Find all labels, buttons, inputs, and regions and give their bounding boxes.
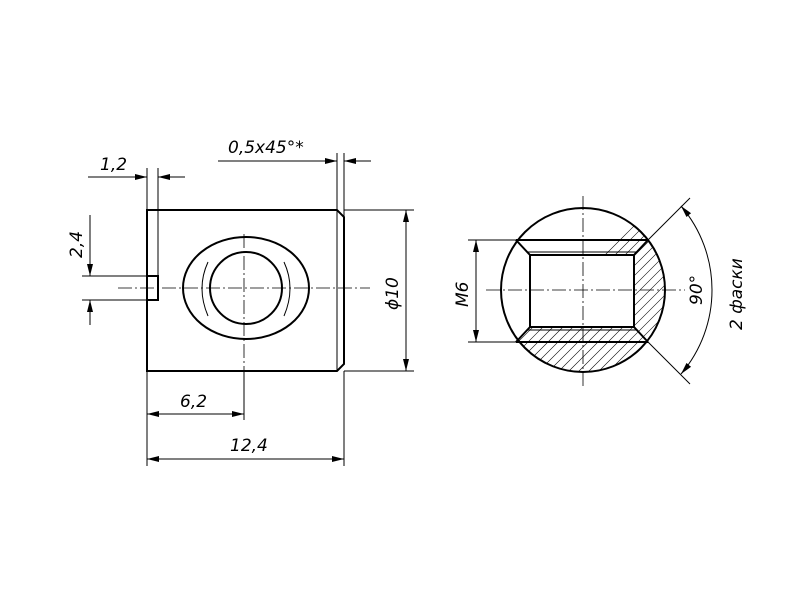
recess-edge-arc-right (283, 261, 291, 317)
dim-thread: M6 (453, 239, 516, 343)
hatch-line (619, 208, 665, 372)
hatch-line (750, 190, 800, 380)
hatch-line (700, 190, 800, 380)
hatch-line (770, 190, 800, 380)
hatch-line (501, 208, 665, 372)
dim-hole-offset: 6,2 (146, 371, 245, 466)
dim-slot-width: 1,2 (88, 155, 185, 276)
dim-length-label: 12,4 (230, 436, 268, 456)
dim-diameter-label: ϕ10 (383, 277, 403, 310)
hatch-line (649, 208, 665, 372)
dim-slot-height: 2,4 (67, 215, 147, 325)
dim-angle-label: 90° (687, 275, 707, 305)
hatch-line (519, 208, 665, 372)
chamfers-note: 2 фаски (727, 258, 747, 330)
dim-angle: 90° 2 фаски (647, 197, 747, 385)
bore-chamfers (515, 239, 649, 343)
hatch-line (549, 208, 665, 372)
dim-slot-width-label: 1,2 (100, 155, 127, 175)
dim-diameter: ϕ10 (344, 209, 414, 372)
hatch-line (509, 208, 665, 372)
hatch-line (760, 190, 800, 380)
hatch-line (559, 208, 665, 372)
oval-recess (182, 236, 310, 340)
hatch-line (740, 190, 800, 380)
hatch-line (629, 208, 665, 372)
dim-hole-offset-label: 6,2 (180, 392, 207, 412)
hatch-line (569, 208, 665, 372)
hatch-line (599, 208, 665, 372)
dim-chamfer-label: 0,5x45°* (228, 138, 304, 158)
recess-edge-arc (201, 261, 209, 317)
dim-length: 12,4 (147, 371, 345, 466)
section-view: M6 90° 2 фаски (453, 190, 800, 386)
part-outline (146, 209, 345, 372)
hatch-line (589, 208, 665, 372)
threaded-bore-outline (529, 254, 635, 328)
hatch-line (501, 208, 665, 372)
side-view: 1,2 0,5x45°* 2,4 ϕ10 (67, 138, 414, 466)
dim-thread-label: M6 (453, 281, 473, 307)
hatch-line (579, 208, 665, 372)
dim-chamfer: 0,5x45°* (218, 138, 371, 217)
hatch-line (710, 190, 800, 380)
dim-slot-height-label: 2,4 (67, 231, 87, 258)
